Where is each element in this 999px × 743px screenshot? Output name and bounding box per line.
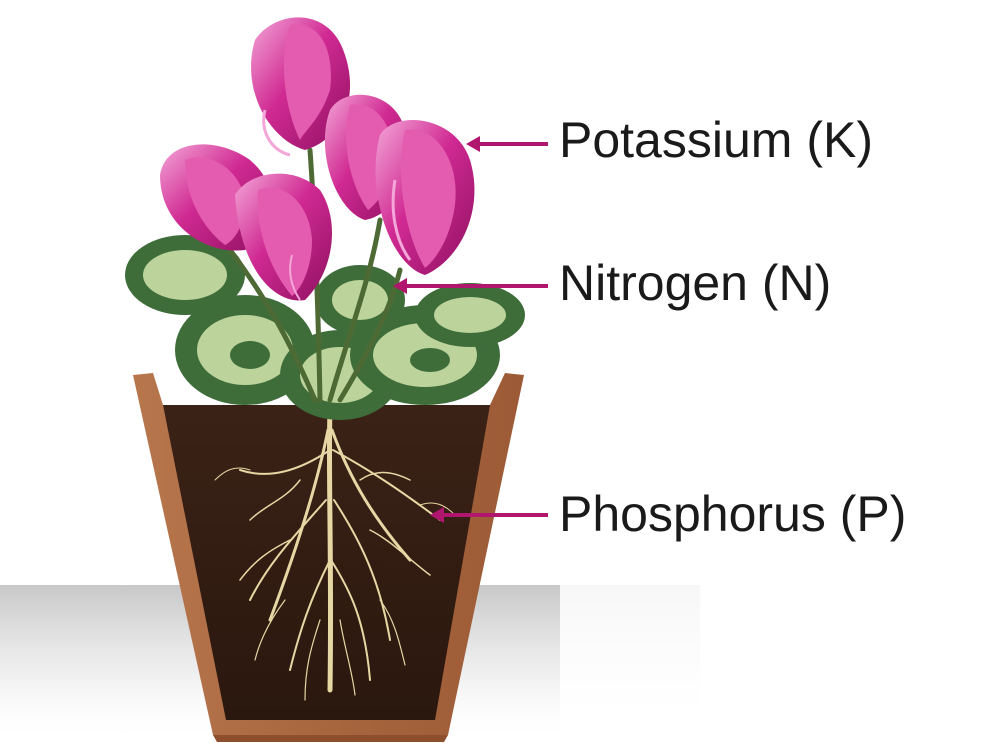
label-nitrogen: Nitrogen (N)	[559, 258, 831, 308]
label-phosphorus: Phosphorus (P)	[559, 489, 906, 539]
floor-fade	[560, 585, 999, 743]
label-potassium: Potassium (K)	[559, 115, 873, 165]
arrowhead-potassium	[466, 136, 480, 152]
